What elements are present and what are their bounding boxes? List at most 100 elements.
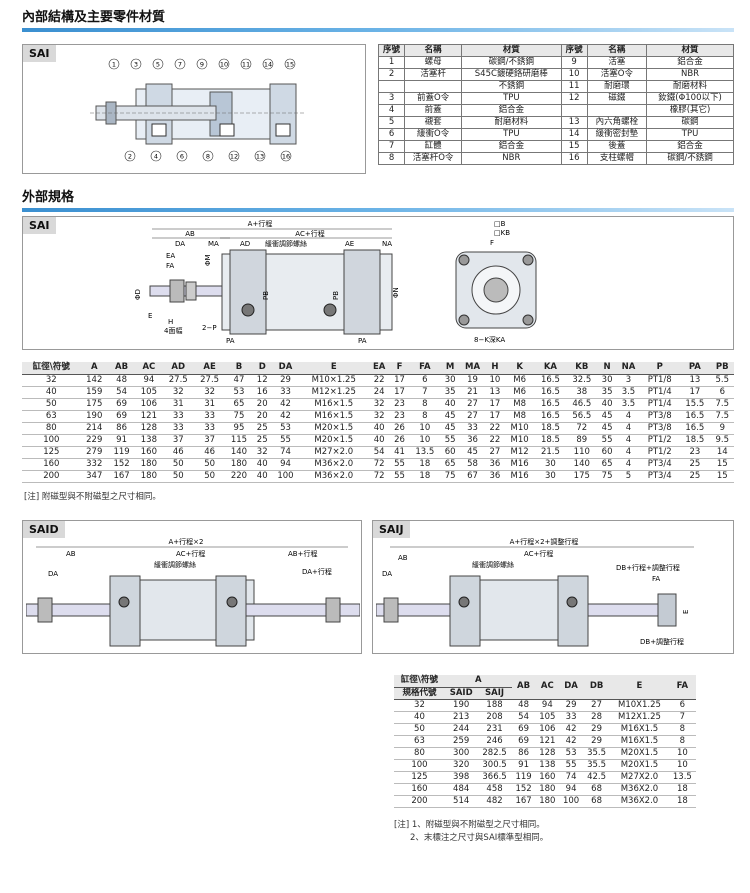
table-cell: 6 — [710, 386, 734, 399]
table-cell: 91 — [511, 759, 536, 772]
dim-saij-screw: 緩衝調節螺絲 — [472, 560, 514, 569]
table-cell: 67 — [459, 470, 486, 483]
table-cell: 152 — [511, 783, 536, 796]
table-cell: 緩衝O令 — [404, 128, 463, 141]
sai-side-view: A+行程 AB AC+行程 DA MA AD AE NA 緩衝調節螺絲 EA F… — [134, 219, 400, 345]
table-cell: 5 — [616, 470, 641, 483]
table-cell: 41 — [389, 446, 410, 459]
table-cell: 55 — [389, 458, 410, 471]
table-cell: 54 — [511, 711, 536, 724]
table-cell: 48 — [511, 699, 536, 712]
table-cell: M16 — [504, 470, 535, 483]
table-cell: 15.5 — [679, 398, 711, 411]
t2-head-ab: AB — [511, 675, 536, 700]
table-cell: PT1/4 — [640, 386, 680, 399]
spec-header-cell: AE — [193, 362, 226, 375]
table-cell: 50 — [162, 470, 194, 483]
table-cell: M16×1.5 — [299, 398, 369, 411]
dim-saij-db-stroke-adj: DB+行程+調整行程 — [616, 563, 680, 572]
table-cell: 缸體 — [404, 140, 463, 153]
table-cell: 37 — [193, 434, 226, 447]
table-cell: 125 — [22, 446, 81, 459]
table-cell: 7 — [409, 386, 441, 399]
dim-saij-ac-stroke: AC+行程 — [524, 549, 553, 558]
table-cell: 200 — [394, 795, 445, 808]
table-cell: 50 — [162, 458, 194, 471]
table-cell: 119 — [511, 771, 536, 784]
t2-head-saij: SAIJ — [477, 687, 512, 700]
table-cell: M12×1.25 — [299, 386, 369, 399]
table-cell: 33 — [193, 410, 226, 423]
said-saij-table: 缸徑\符號 A AB AC DA DB E FA 規格代號 SAID SAIJ … — [394, 675, 696, 808]
table-cell: 16.5 — [679, 410, 711, 423]
table-cell: 23 — [679, 446, 711, 459]
table-cell: 16 — [252, 386, 272, 399]
dim-ab: AB — [185, 230, 195, 238]
spec-header-cell: AD — [162, 362, 194, 375]
dim-sq-kb: □KB — [494, 229, 510, 237]
table-cell: 碳鋼 — [646, 116, 734, 129]
table-cell: 27.5 — [193, 374, 226, 387]
table-cell: 180 — [135, 470, 163, 483]
table-cell: PT1/2 — [640, 434, 680, 447]
table-cell: 13 — [679, 374, 711, 387]
table-cell: 10 — [668, 759, 696, 772]
table-cell: 514 — [444, 795, 478, 808]
table-cell: 140 — [225, 446, 253, 459]
table-cell: 45 — [440, 422, 460, 435]
dim-saij-da: DA — [382, 570, 392, 578]
table-cell: 35 — [597, 386, 617, 399]
table-cell: 32 — [394, 699, 445, 712]
t2-head-ac: AC — [535, 675, 560, 700]
dim-saij-a-stroke2-adj: A+行程×2+調整行程 — [510, 537, 579, 546]
spec-header-cell: KA — [534, 362, 567, 375]
table-cell: M27X2.0 — [610, 771, 669, 784]
spec-header-cell: B — [225, 362, 253, 375]
table-cell: M20X1.5 — [610, 747, 669, 760]
table-cell: 鋁合金 — [461, 140, 562, 153]
table-cell: M12 — [504, 446, 535, 459]
table-cell: 31 — [162, 398, 194, 411]
table-cell: 190 — [444, 699, 478, 712]
spec-header-cell: AB — [107, 362, 136, 375]
table-cell — [377, 80, 406, 93]
table-cell: S45C鍍硬鉻研磨棒 — [461, 68, 562, 81]
spec-header-cell: H — [485, 362, 505, 375]
table-cell: 167 — [107, 470, 136, 483]
table-cell: 15 — [710, 458, 734, 471]
table-cell: 36 — [459, 434, 486, 447]
table-cell: 320 — [444, 759, 478, 772]
table-cell: 12 — [560, 92, 588, 105]
table-cell: 碳鋼/不銹鋼 — [461, 56, 562, 69]
table-cell: 碳鋼/不銹鋼 — [646, 152, 734, 165]
table-cell: 180 — [535, 795, 560, 808]
table-cell: 25 — [252, 434, 272, 447]
table-cell: 5.5 — [710, 374, 734, 387]
table-cell: PT1/8 — [640, 374, 680, 387]
callout-circle — [254, 150, 266, 162]
table-cell: 耐磨材料 — [461, 116, 562, 129]
table-cell: 213 — [444, 711, 478, 724]
dim-da: DA — [175, 240, 185, 248]
table-cell: 138 — [535, 759, 560, 772]
table-cell: 32 — [193, 386, 226, 399]
table-cell: 8 — [668, 723, 696, 736]
table-cell: 40 — [394, 711, 445, 724]
table-cell: 60 — [597, 446, 617, 459]
table-cell: 10 — [560, 68, 588, 81]
t2-head-e: E — [610, 675, 669, 700]
dim-saij-fa: FA — [652, 575, 660, 583]
table-cell: 180 — [135, 458, 163, 471]
table-cell: 72 — [368, 470, 390, 483]
table-cell: 40 — [597, 398, 617, 411]
table-cell: 8 — [409, 410, 441, 423]
table-cell: 40 — [22, 386, 81, 399]
